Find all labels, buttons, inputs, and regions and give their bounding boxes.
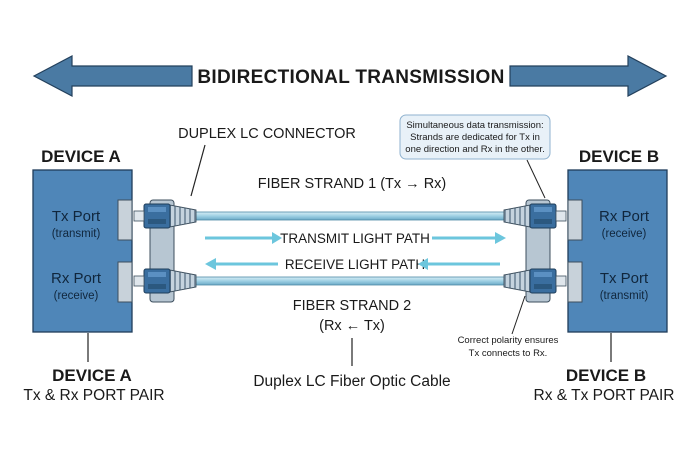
device-a-port2-name: Rx Port [51,270,102,287]
note-bottom-line1: Correct polarity ensures [458,335,559,346]
cable-label: Duplex LC Fiber Optic Cable [253,373,450,390]
strand1-label: FIBER STRAND 1 (Tx → Rx) [258,176,447,192]
device-b-caption-line1: DEVICE B [566,366,646,385]
device-a-port1-sub: (transmit) [52,228,101,240]
device-a: Tx Port (transmit) Rx Port (receive) [32,169,133,333]
left-banner-arrow [32,55,193,97]
right-banner-arrow [509,55,668,97]
note-top-line1: Simultaneous data transmission: [406,120,543,131]
device-b-port1-name: Rx Port [599,208,650,225]
bidirectional-banner: BIDIRECTIONAL TRANSMISSION [32,55,668,97]
device-b-port1-sub: (receive) [602,228,647,240]
device-b-port2-sub: (transmit) [600,290,649,302]
left-duplex-connector [133,199,197,303]
note-top-leader [526,159,546,199]
right-duplex-connector [503,199,567,303]
strand2-label-line2: (Rx ← Tx) [319,318,385,334]
right-plug-top [503,203,567,229]
device-a-title: DEVICE A [41,147,121,166]
diagram-title: BIDIRECTIONAL TRANSMISSION [197,67,504,88]
receive-light-path: RECEIVE LIGHT PATH [205,257,500,272]
note-top: Simultaneous data transmission: Strands … [399,114,551,199]
transmit-arrowhead-end [495,232,506,244]
transmit-path-label: TRANSMIT LIGHT PATH [280,231,430,246]
device-b-port2-name: Tx Port [600,270,649,287]
note-bottom: Correct polarity ensures Tx connects to … [458,295,559,359]
left-plug-bottom [133,268,197,294]
receive-arrowhead-mid [418,258,428,270]
connector-label: DUPLEX LC CONNECTOR [178,126,356,142]
device-a-port-rx [117,261,133,303]
device-a-caption-line2: Tx & Rx PORT PAIR [23,387,164,404]
device-b-box [567,169,668,333]
receive-arrowhead-end [205,258,216,270]
connector-leader [190,144,206,197]
fiber-strand-1 [191,211,509,221]
fiber-strand-2 [191,276,509,286]
receive-path-label: RECEIVE LIGHT PATH [285,257,425,272]
left-plug-top [133,203,197,229]
device-b: Rx Port (receive) Tx Port (transmit) [567,169,668,333]
note-top-line3: one direction and Rx in the other. [405,144,544,155]
device-a-caption-line1: DEVICE A [52,366,132,385]
note-bottom-line2: Tx connects to Rx. [469,348,548,359]
transmit-arrowhead-mid [272,232,282,244]
right-plug-bottom [503,268,567,294]
device-b-port-tx [567,261,583,303]
note-top-line2: Strands are dedicated for Tx in [410,132,540,143]
device-b-port-rx [567,199,583,241]
device-a-port-tx [117,199,133,241]
device-b-caption-line2: Rx & Tx PORT PAIR [534,387,675,404]
note-bottom-leader [511,295,526,335]
device-b-title: DEVICE B [579,147,659,166]
device-a-port1-name: Tx Port [52,208,101,225]
device-a-box [32,169,133,333]
strand2-label-line1: FIBER STRAND 2 [293,298,411,314]
device-a-port2-sub: (receive) [54,290,99,302]
transmit-light-path: TRANSMIT LIGHT PATH [205,231,506,246]
note-top-box [399,114,551,160]
